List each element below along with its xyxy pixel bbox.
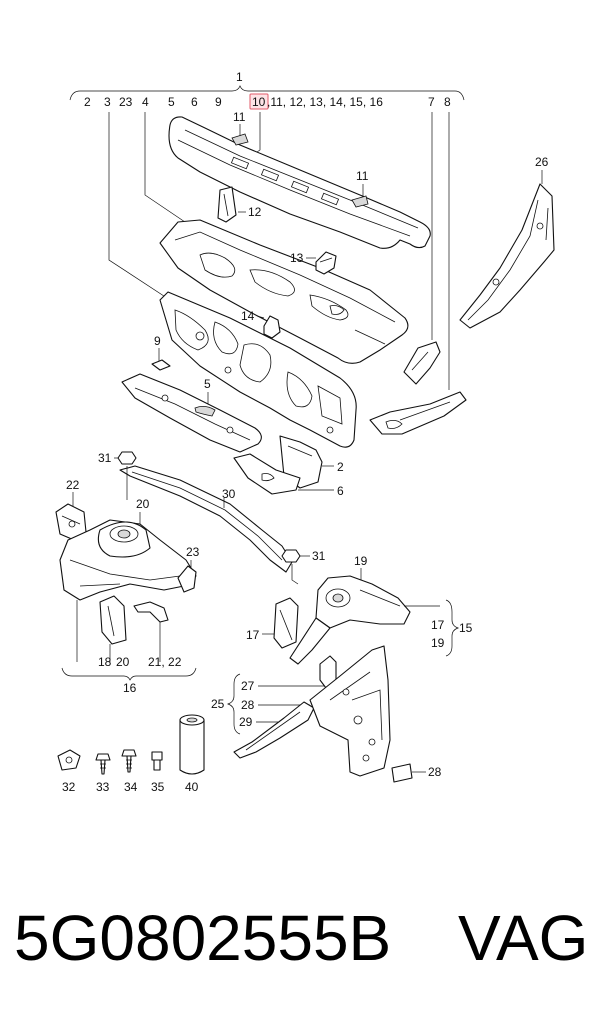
callout-19-top: 19: [354, 554, 368, 568]
header-label-6: 6: [191, 95, 198, 109]
bracket-16: 18 20 21, 22 16: [61, 600, 197, 695]
callout-40: 40: [185, 780, 199, 794]
part-22-bracket: 22: [55, 478, 87, 541]
fastener-35-bolt: 35: [151, 751, 165, 794]
part-8-brace: [369, 391, 467, 435]
part-13-bracket: 13: [290, 251, 337, 275]
callout-13: 13: [290, 251, 304, 265]
callout-22: 22: [66, 478, 80, 492]
callout-25: 25: [211, 697, 225, 711]
fastener-34-screw: 34: [121, 749, 138, 794]
caption: 5G0802555B VAG: [14, 890, 594, 986]
callout-28b: 28: [428, 765, 442, 779]
bracket-15: 17 19 15: [431, 599, 473, 657]
part-6-bracket: 6: [233, 453, 344, 498]
callout-5: 5: [204, 377, 211, 391]
header-leader-lines: [108, 112, 450, 390]
callout-33: 33: [96, 780, 110, 794]
callout-17: 17: [246, 628, 260, 642]
part-number: 5G0802555B: [14, 902, 392, 974]
fastener-33-screw: 33: [95, 753, 111, 794]
callout-34: 34: [124, 780, 138, 794]
header-bracket: 1 2 3 23 4 5 6 9 10 ,11, 12, 13, 14, 15,…: [69, 70, 465, 110]
header-label-9: 9: [215, 95, 222, 109]
callout-12: 12: [248, 205, 262, 219]
callout-18: 18: [98, 655, 112, 669]
clip-11-left: 11: [233, 110, 246, 136]
callout-28a: 28: [241, 698, 255, 712]
clip-11-right: 11: [356, 169, 369, 197]
part-7-bracket: [403, 341, 441, 385]
callout-20b: 20: [116, 655, 130, 669]
part-5-rail: 5: [121, 373, 262, 453]
callout-29: 29: [239, 715, 253, 729]
nut-31-top: 31: [98, 451, 137, 500]
callout-31-top: 31: [98, 451, 112, 465]
callout-2: 2: [337, 460, 344, 474]
part-29-rail: [233, 701, 315, 759]
part-26-pillar: 26: [459, 155, 555, 329]
callout-23: 23: [186, 545, 200, 559]
part-20-tower: 20: [59, 497, 197, 601]
callout-26: 26: [535, 155, 549, 169]
part-10-upper-cowl: [168, 116, 431, 249]
callout-14: 14: [241, 309, 255, 323]
header-label-4: 4: [142, 95, 149, 109]
callout-19b: 19: [431, 636, 445, 650]
header-label-10[interactable]: 10: [252, 95, 266, 109]
callout-27: 27: [241, 679, 255, 693]
part-3-bulkhead: [159, 291, 357, 448]
header-label-10-highlight: [249, 93, 269, 110]
callout-11-right: 11: [356, 169, 369, 183]
header-label-23: 23: [119, 95, 133, 109]
part-40-insulation-roll: 40: [179, 714, 205, 794]
brand-label: VAG: [458, 902, 589, 974]
part-14-bracket: 14: [241, 309, 281, 339]
callout-35: 35: [151, 780, 165, 794]
part-19-tower: 19: [289, 554, 440, 665]
callout-15: 15: [459, 621, 473, 635]
part-28-inner-panel: 28: [309, 645, 442, 783]
callout-30: 30: [222, 487, 236, 501]
fastener-32-nut: 32: [57, 749, 81, 794]
header-label-2: 2: [84, 95, 91, 109]
header-label-8: 8: [444, 95, 451, 109]
callout-31-bottom: 31: [312, 549, 326, 563]
part-4-plenum: [159, 219, 409, 364]
callout-9: 9: [154, 334, 161, 348]
callout-17b: 17: [431, 618, 445, 632]
nut-31-bottom: 31: [281, 549, 326, 585]
part-17-panel: 17: [246, 597, 299, 649]
callout-20: 20: [136, 497, 150, 511]
callout-6: 6: [337, 484, 344, 498]
part-21-22-link: [133, 601, 169, 623]
header-label-1: 1: [236, 70, 243, 84]
part-9-clip: 9: [151, 334, 171, 371]
part-30-strut: 30: [119, 465, 293, 573]
part-18-support: [99, 595, 127, 645]
bracket-25: 25 27 28 29: [211, 673, 324, 735]
header-label-3: 3: [104, 95, 111, 109]
callout-21-22: 21, 22: [148, 655, 182, 669]
header-label-5: 5: [168, 95, 175, 109]
callout-32: 32: [62, 780, 76, 794]
part-23-bracket: 23: [177, 545, 200, 593]
callout-16: 16: [123, 681, 137, 695]
callout-11-left: 11: [233, 110, 246, 124]
parts-exploded-diagram: 1 2 3 23 4 5 6 9 10 ,11, 12, 13, 14, 15,…: [55, 70, 555, 794]
header-label-11-16: ,11, 12, 13, 14, 15, 16: [267, 95, 383, 109]
header-label-7: 7: [428, 95, 435, 109]
part-12-strip: 12: [217, 186, 262, 223]
